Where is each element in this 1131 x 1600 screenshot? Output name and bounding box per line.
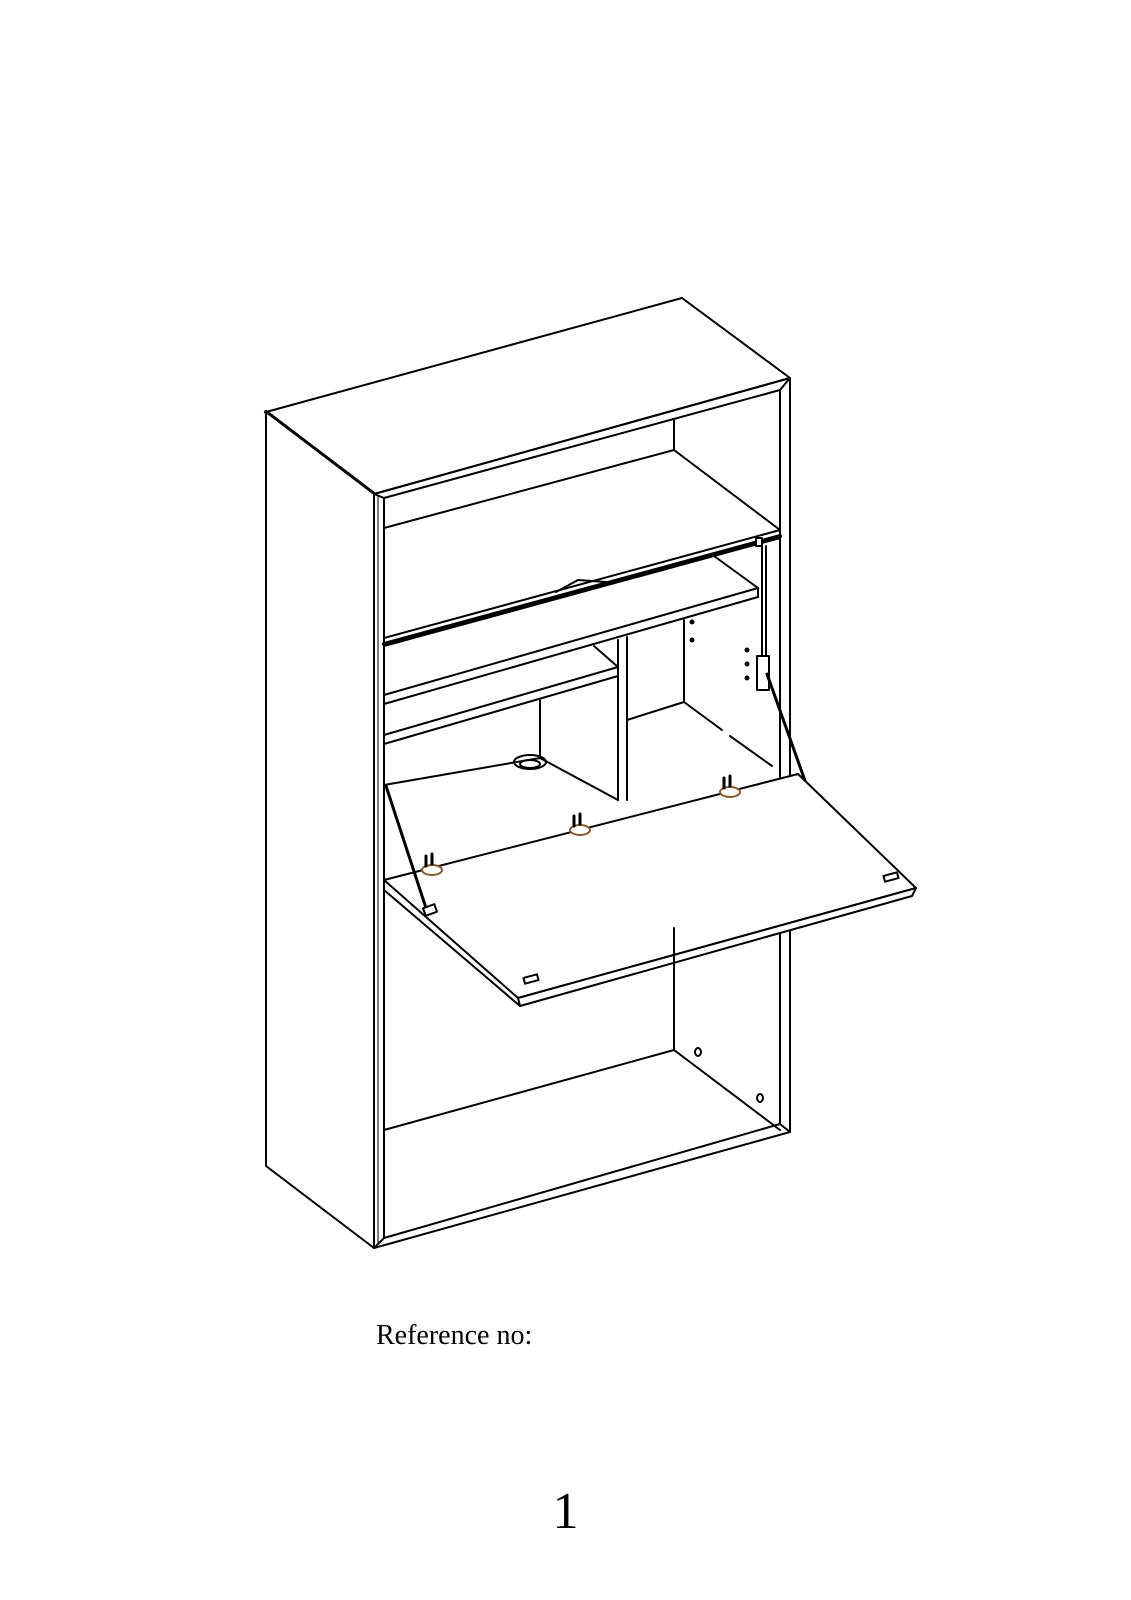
- page-number: 1: [0, 1484, 1131, 1540]
- cabinet-left-side: [266, 412, 374, 1248]
- cabinet-top-panel: [266, 298, 790, 494]
- right-hinge-mechanism: [756, 538, 821, 812]
- reference-number-label: Reference no:: [376, 1320, 532, 1352]
- hinge-center: [570, 814, 590, 835]
- upper-shelf: [384, 530, 780, 646]
- hinge-right: [720, 776, 740, 797]
- drop-down-flap: [384, 774, 916, 1006]
- hinge-left: [422, 854, 442, 875]
